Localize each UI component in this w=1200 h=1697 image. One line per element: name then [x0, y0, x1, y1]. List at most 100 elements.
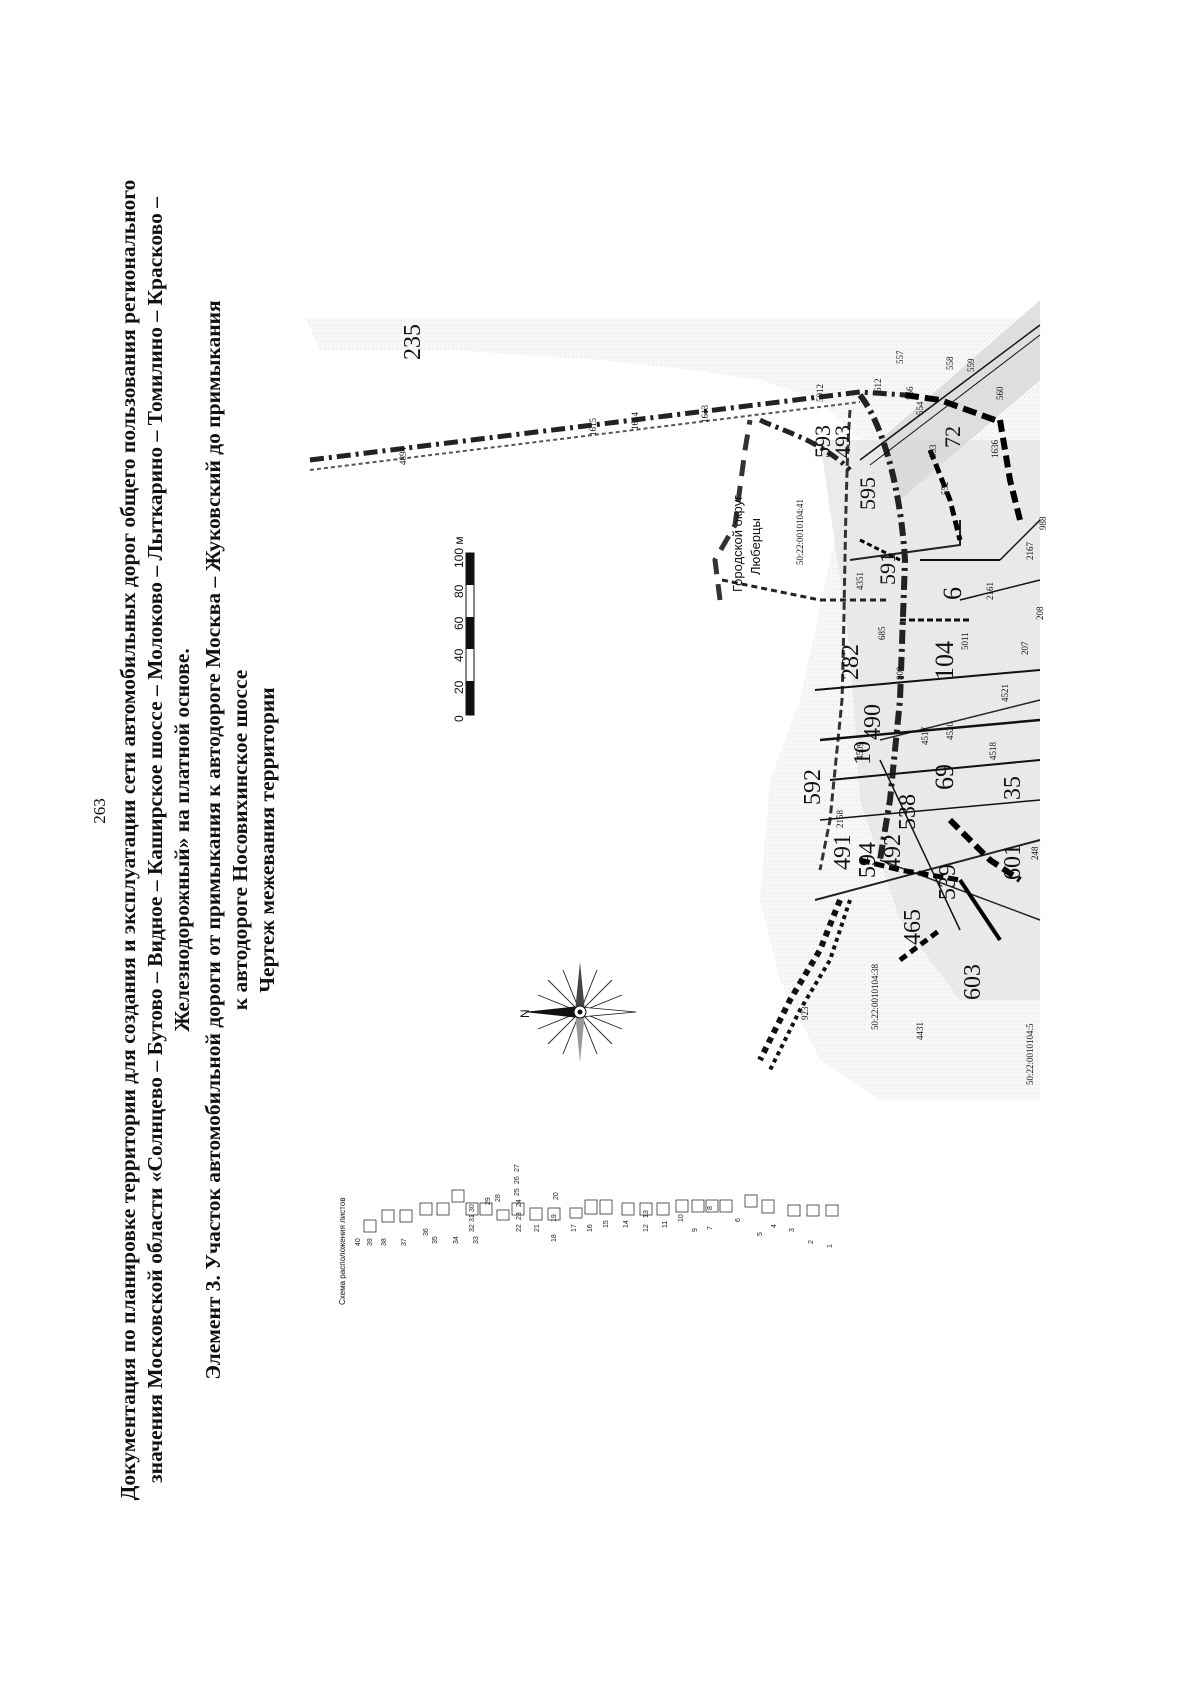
cadastral-label-1: 50:22:0010104:41 — [795, 498, 805, 565]
map-number-6: 6 — [938, 587, 967, 600]
svg-text:31: 31 — [469, 1214, 476, 1222]
small-number-807: 5011 — [960, 632, 970, 650]
svg-text:36: 36 — [423, 1228, 430, 1236]
map-background — [305, 300, 1040, 1100]
svg-text:19: 19 — [551, 1214, 558, 1222]
map-number-592: 592 — [800, 769, 826, 805]
district-label-line-2: Люберцы — [748, 518, 763, 575]
small-number-560: 560 — [995, 386, 1005, 401]
svg-text:28: 28 — [495, 1194, 502, 1202]
map-number-104: 104 — [930, 641, 959, 680]
map-number-490: 490 — [860, 704, 886, 740]
map-number-282: 282 — [838, 644, 864, 680]
small-number-1097: 4351 — [855, 572, 865, 590]
scale-tick-40: 40 — [452, 648, 466, 662]
cadastral-label-3: 50:22:0010104:5 — [1025, 1023, 1035, 1085]
small-number-556: 556 — [905, 386, 915, 401]
small-number-342: 4521 — [1000, 684, 1010, 702]
svg-text:23: 23 — [516, 1212, 523, 1220]
small-number-1615: 1615 — [588, 418, 598, 436]
scale-tick-80: 80 — [452, 584, 466, 598]
svg-text:8: 8 — [707, 1206, 714, 1210]
map-number-235: 235 — [400, 324, 426, 360]
svg-text:2: 2 — [808, 1240, 815, 1244]
map-number-465: 465 — [900, 909, 926, 945]
svg-text:26: 26 — [514, 1176, 521, 1184]
svg-text:35: 35 — [432, 1236, 439, 1244]
map-number-539: 539 — [935, 864, 961, 900]
small-number-558: 558 — [945, 356, 955, 371]
map-number-594: 594 — [855, 842, 881, 878]
scale-tick-100: 100 м — [452, 536, 466, 568]
small-number-2167: 2167 — [1025, 542, 1035, 560]
svg-text:33: 33 — [473, 1236, 480, 1244]
map-number-603: 603 — [960, 964, 986, 1000]
svg-text:29: 29 — [485, 1197, 492, 1205]
map-number-35: 35 — [1000, 776, 1026, 800]
svg-text:4: 4 — [771, 1224, 778, 1228]
small-number-4508: 4509 — [855, 742, 865, 760]
map-number-591: 591 — [875, 552, 900, 585]
scale-tick-0: 0 — [452, 715, 466, 722]
svg-text:25: 25 — [514, 1188, 521, 1196]
svg-text:17: 17 — [571, 1224, 578, 1232]
small-number-4518: 685 — [877, 626, 887, 641]
svg-text:27: 27 — [514, 1164, 521, 1172]
cadastral-label-2: 50:22:0010104:38 — [870, 963, 880, 1030]
svg-text:38: 38 — [381, 1238, 388, 1246]
small-number-923: 4431 — [915, 1022, 925, 1040]
svg-text:15: 15 — [603, 1220, 610, 1228]
parcel-lines — [814, 519, 1041, 931]
small-number-4894: 4894 — [398, 447, 408, 465]
sheet-index-map — [363, 1189, 839, 1233]
small-number-5009: 2158 — [835, 810, 845, 828]
district-label-line-1: Городской округ — [730, 495, 745, 592]
small-number-552: 552 — [940, 481, 950, 496]
small-number-1614: 1614 — [630, 412, 640, 430]
small-number-24: 923 — [800, 1006, 810, 1021]
svg-text:12: 12 — [643, 1224, 650, 1232]
svg-text:32: 32 — [469, 1224, 476, 1232]
scale-tick-60: 60 — [452, 616, 466, 630]
svg-text:3: 3 — [789, 1228, 796, 1232]
map-number-72: 72 — [940, 426, 965, 448]
cadastral-boundaries — [859, 392, 1023, 962]
small-number-2161: 2161 — [985, 582, 995, 600]
map-number-538: 538 — [895, 794, 921, 830]
svg-text:7: 7 — [707, 1226, 714, 1230]
compass-rose-icon — [524, 962, 637, 1062]
map-number-493: 493 — [830, 425, 855, 458]
svg-text:30: 30 — [469, 1204, 476, 1212]
small-number-557: 557 — [895, 350, 905, 365]
svg-text:10: 10 — [678, 1214, 685, 1222]
svg-text:13: 13 — [643, 1210, 650, 1218]
small-number-612: 612 — [873, 378, 883, 393]
small-number-5012: 5012 — [815, 384, 825, 402]
svg-text:16: 16 — [587, 1224, 594, 1232]
small-number-809: 4517 — [920, 727, 930, 745]
svg-text:18: 18 — [551, 1234, 558, 1242]
small-number-554: 554 — [915, 401, 925, 416]
scale-bar — [465, 552, 475, 716]
north-label: N — [518, 1009, 532, 1018]
map-number-69: 69 — [930, 764, 959, 790]
map-number-492: 492 — [880, 834, 906, 870]
svg-text:20: 20 — [553, 1192, 560, 1200]
svg-text:1: 1 — [827, 1244, 834, 1248]
small-number-4509: 809 — [895, 666, 905, 681]
road-centerline — [309, 389, 1041, 921]
small-number-540: 4520 — [945, 722, 955, 740]
svg-text:39: 39 — [367, 1238, 374, 1246]
svg-text:22: 22 — [516, 1224, 523, 1232]
svg-text:37: 37 — [401, 1238, 408, 1246]
scale-tick-20: 20 — [452, 680, 466, 694]
small-number-988: 988 — [1038, 516, 1048, 531]
map-number-491: 491 — [830, 834, 856, 870]
svg-text:24: 24 — [516, 1199, 523, 1207]
small-number-248: 248 — [1030, 846, 1040, 861]
small-number-246: 4518 — [988, 742, 998, 760]
svg-text:6: 6 — [735, 1218, 742, 1222]
railway-line — [859, 324, 1041, 466]
